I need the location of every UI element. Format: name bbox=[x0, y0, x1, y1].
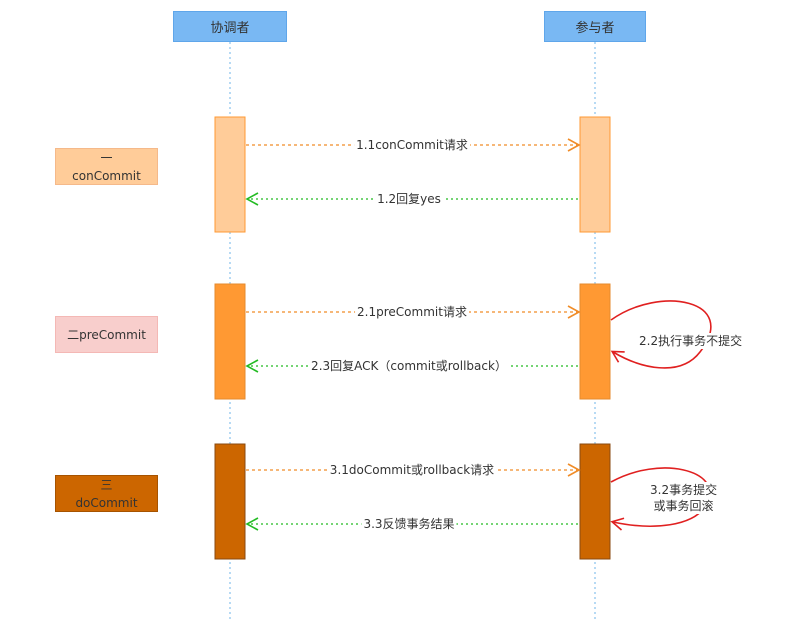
message-3-3-label: 3.3反馈事务结果 bbox=[361, 517, 457, 531]
self-message-3-2-label: 3.2事务提交 或事务回滚 bbox=[650, 482, 718, 514]
participant-activation-phase3 bbox=[579, 443, 611, 560]
phase-1-number: 一 bbox=[100, 150, 113, 165]
self-message-3-2-line2: 或事务回滚 bbox=[653, 499, 714, 513]
message-2-1-label: 2.1preCommit请求 bbox=[355, 305, 469, 319]
participant-activation-phase1 bbox=[579, 116, 611, 233]
coordinator-activation-phase2 bbox=[214, 283, 246, 400]
coordinator-activation-phase3 bbox=[214, 443, 246, 560]
message-2-3-label: 2.3回复ACK（commit或rollback） bbox=[309, 359, 509, 373]
phase-3-label: 三 doCommit bbox=[55, 475, 158, 512]
phase-3-name: doCommit bbox=[75, 495, 138, 510]
coordinator-header[interactable]: 协调者 bbox=[173, 11, 287, 42]
coordinator-activation-phase1 bbox=[214, 116, 246, 233]
phase-2-label: 二preCommit bbox=[55, 316, 158, 353]
self-message-2-2-label: 2.2执行事务不提交 bbox=[639, 333, 743, 349]
phase-2-name: 二preCommit bbox=[67, 327, 146, 342]
message-1-2-label: 1.2回复yes bbox=[375, 192, 443, 206]
message-3-1-label: 3.1doCommit或rollback请求 bbox=[327, 463, 497, 477]
phase-1-label: 一 conCommit bbox=[55, 148, 158, 185]
participant-header[interactable]: 参与者 bbox=[544, 11, 646, 42]
phase-1-name: conCommit bbox=[72, 168, 141, 183]
phase-3-number: 三 bbox=[100, 477, 113, 492]
participant-activation-phase2 bbox=[579, 283, 611, 400]
self-message-3-2-line1: 3.2事务提交 bbox=[650, 483, 718, 497]
message-1-1-label: 1.1conCommit请求 bbox=[354, 138, 470, 152]
